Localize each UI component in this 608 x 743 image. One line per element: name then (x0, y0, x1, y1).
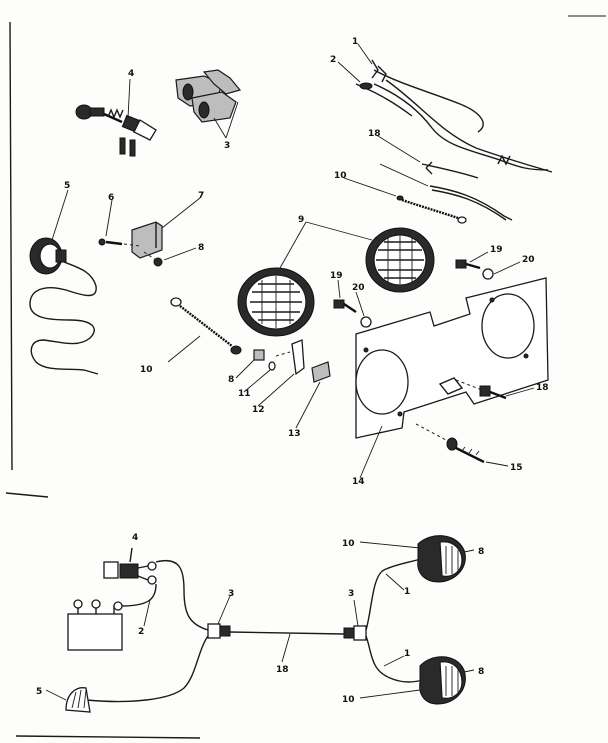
switch-symbol (103, 561, 119, 579)
schematic-callout-4: 4 (132, 533, 138, 543)
callout-15-bolt: 15 (510, 463, 523, 473)
callout-10-strap: 10 (140, 365, 153, 375)
callout-12-clip: 12 (252, 405, 265, 415)
callout-14-plate: 14 (352, 477, 365, 487)
callout-19-bolt-mid: 19 (330, 271, 343, 281)
callout-2-wire: 2 (330, 55, 336, 65)
callout-7-bracket: 7 (198, 191, 204, 201)
wiring-schematic: 4 2 3 5 18 3 1 1 (36, 533, 484, 713)
callout-8-nut: 8 (198, 243, 204, 253)
lamp-part-9-left (237, 267, 315, 337)
bolt-part-19-20: 19 20 19 20 (330, 245, 535, 328)
schematic-callout-3-left: 3 (228, 589, 234, 599)
callout-3-connector: 3 (224, 141, 230, 151)
callout-10-wire: 10 (334, 171, 347, 181)
page-borders (5, 15, 606, 739)
callout-20-washer-mid: 20 (352, 283, 365, 293)
callout-19-bolt-right: 19 (490, 245, 503, 255)
schematic-callout-10-top: 10 (342, 539, 355, 549)
bolt-part-18-15: 18 15 (415, 379, 549, 473)
schematic-callout-3-right: 3 (348, 589, 354, 599)
wire-harness-part-1-2: 1 2 (330, 37, 553, 173)
schematic-callout-10-bottom: 10 (342, 695, 355, 705)
ground-strap-part-10: 10 (140, 297, 242, 375)
lamp-callout-9: 9 (279, 215, 373, 269)
callout-9-lamp: 9 (298, 215, 304, 225)
callout-20-washer-right: 20 (522, 255, 535, 265)
callout-13-pad: 13 (288, 429, 301, 439)
callout-11-spacer: 11 (238, 389, 251, 399)
lamp-part-9-right (365, 227, 435, 293)
gauge-part-5: 5 (29, 181, 99, 375)
callout-1-wire: 1 (352, 37, 358, 47)
callout-18-wire: 18 (368, 129, 381, 139)
callout-6-screw: 6 (108, 193, 114, 203)
battery-symbol (67, 613, 123, 651)
schematic-callout-8-bottom: 8 (478, 667, 484, 677)
gauge-symbol (65, 687, 91, 713)
schematic-callout-1-top: 1 (404, 587, 410, 597)
schematic-callout-2: 2 (138, 627, 144, 637)
callout-8-nut-b: 8 (228, 375, 234, 385)
small-hardware-8-11-12-13: 8 11 12 13 (228, 339, 331, 439)
callout-4-switch: 4 (128, 69, 134, 79)
callout-18-screw: 18 (536, 383, 549, 393)
wire-part-18-17-10: 18 10 (334, 129, 513, 224)
schematic-callout-5: 5 (36, 687, 42, 697)
mounting-plate-part-14: 14 (352, 277, 549, 487)
bracket-part-6-7-8: 6 7 8 (98, 191, 204, 267)
connector-part-3: 3 (175, 69, 242, 151)
schematic-callout-8-top: 8 (478, 547, 484, 557)
callout-5-gauge: 5 (64, 181, 70, 191)
schematic-callout-1-bottom: 1 (404, 649, 410, 659)
schematic-callout-18: 18 (276, 665, 289, 675)
switch-part-4: 4 (75, 69, 157, 157)
